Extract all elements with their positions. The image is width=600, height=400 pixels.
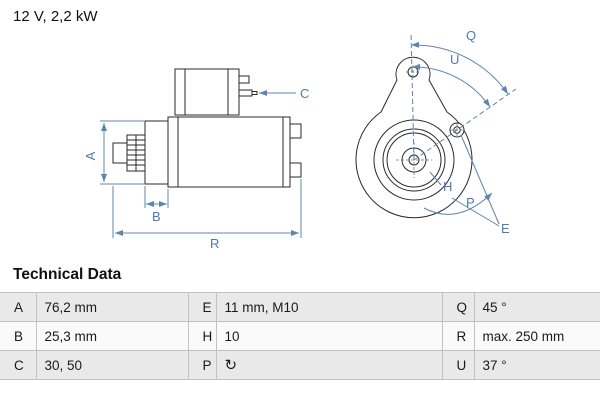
technical-drawing: A B C R [83, 28, 517, 251]
dim-label-b: B [152, 209, 161, 224]
table-row: C 30, 50 P ↻ U 37 ° [0, 350, 600, 380]
param-key-r: R [441, 321, 475, 351]
side-view-drawing [112, 68, 302, 188]
flange-view-drawing [355, 56, 473, 219]
param-value-u: 37 ° [473, 350, 600, 380]
dim-label-q: Q [466, 28, 476, 43]
dim-label-r: R [210, 236, 219, 251]
param-key-u: U [441, 350, 475, 380]
param-key-b: B [0, 321, 37, 351]
rotation-direction-icon: ↻ [215, 350, 443, 380]
param-key-a: A [0, 292, 37, 322]
param-key-h: H [187, 321, 217, 351]
bearing-bore-circles [373, 119, 455, 201]
drive-end-bracket [112, 120, 169, 185]
table-row: B 25,3 mm H 10 R max. 250 mm [0, 321, 600, 351]
mounting-stud [289, 123, 302, 139]
param-value-a: 76,2 mm [35, 292, 189, 322]
param-value-r: max. 250 mm [473, 321, 600, 351]
param-value-c: 30, 50 [35, 350, 189, 380]
side-view-dimensions [100, 90, 302, 238]
param-key-c: C [0, 350, 37, 380]
dim-label-a: A [83, 151, 98, 160]
drive-shaft-nose [112, 142, 128, 164]
power-spec: 12 V, 2,2 kW [13, 8, 98, 25]
param-key-e: E [187, 292, 217, 322]
dim-label-h: H [443, 179, 452, 194]
table-row: A 76,2 mm E 11 mm, M10 Q 45 ° [0, 292, 600, 322]
dim-label-p: P [466, 195, 475, 210]
motor-housing [167, 116, 302, 188]
param-key-p: P [187, 350, 217, 380]
mounting-stud [289, 162, 302, 178]
technical-data-table: A 76,2 mm E 11 mm, M10 Q 45 ° B 25,3 mm … [0, 292, 600, 380]
param-key-q: Q [441, 292, 475, 322]
solenoid-terminal [238, 75, 250, 84]
param-value-e: 11 mm, M10 [215, 292, 443, 322]
technical-data-title: Technical Data [13, 266, 122, 283]
dim-label-u: U [450, 52, 459, 67]
flange-view-dimensions [410, 31, 517, 227]
param-value-q: 45 ° [473, 292, 600, 322]
param-value-h: 10 [215, 321, 443, 351]
param-value-b: 25,3 mm [35, 321, 189, 351]
solenoid-terminal [238, 89, 253, 97]
dim-label-e: E [501, 221, 510, 236]
solenoid [174, 68, 258, 116]
dim-label-c: C [300, 86, 309, 101]
